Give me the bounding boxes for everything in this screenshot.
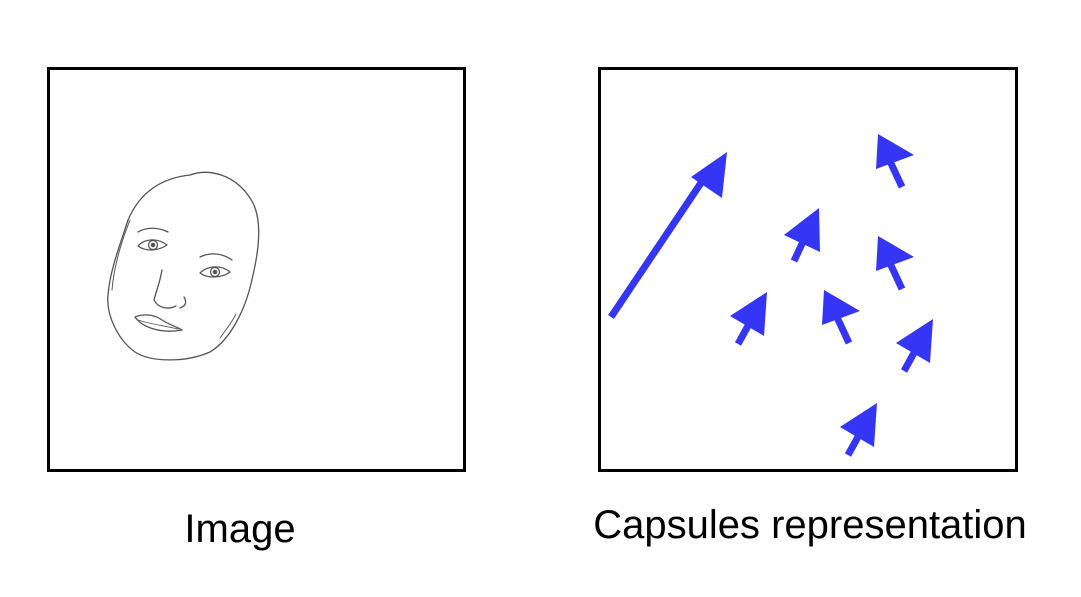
arrow-icon [840,403,877,457]
arrow-icon [784,208,820,263]
arrow-icon [730,292,767,346]
arrow-icon [876,236,914,291]
arrow-icon [896,319,933,373]
capsules-caption: Capsules representation [593,503,1027,547]
arrow-icon [876,134,914,189]
capsules-panel [598,67,1018,472]
image-caption: Image [184,507,296,551]
arrow-icon [608,152,727,319]
capsules-arrows [608,134,933,457]
arrow-icon [822,290,860,345]
face-sketch-icon [107,171,260,361]
image-panel [47,67,466,472]
